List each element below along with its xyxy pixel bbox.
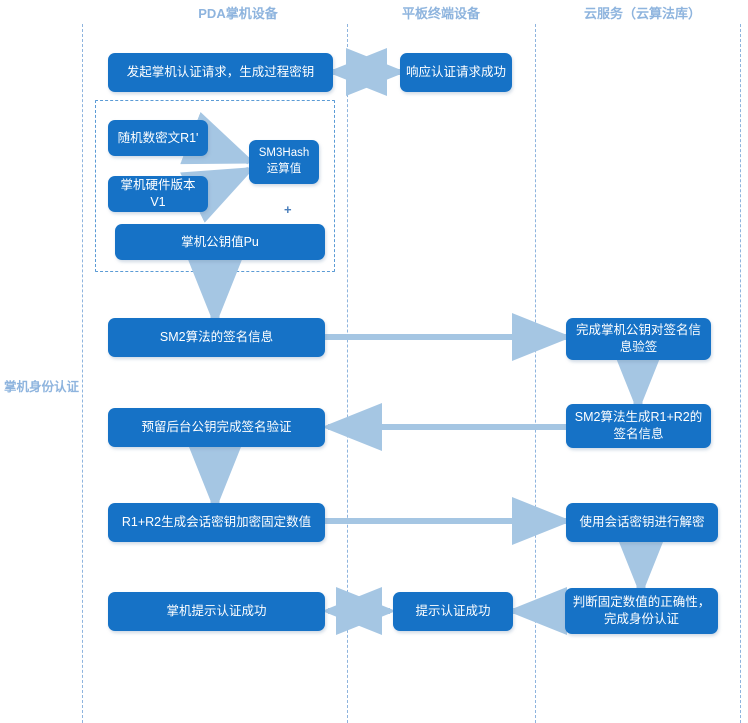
node-session-key-encrypt[interactable]: R1+R2生成会话密钥加密固定数值 <box>108 503 325 542</box>
node-random-cipher[interactable]: 随机数密文R1' <box>108 120 208 156</box>
arrow-hw-to-sm3 <box>180 166 256 223</box>
node-session-key-decrypt[interactable]: 使用会话密钥进行解密 <box>566 503 718 542</box>
lane-divider-right <box>740 24 741 723</box>
node-respond-success[interactable]: 响应认证请求成功 <box>400 53 512 92</box>
node-judge-fixed-value[interactable]: 判断固定数值的正确性，完成身份认证 <box>565 588 718 634</box>
node-hw-version[interactable]: 掌机硬件版本V1 <box>108 176 208 212</box>
node-pda-auth-success[interactable]: 掌机提示认证成功 <box>108 592 325 631</box>
node-sm2-signature[interactable]: SM2算法的签名信息 <box>108 318 325 357</box>
lane-header-tablet: 平板终端设备 <box>401 6 480 21</box>
lane-divider-tablet-cloud <box>535 24 536 723</box>
node-verify-signature-cloud[interactable]: 完成掌机公钥对签名信息验签 <box>566 318 711 360</box>
arrow-random-to-sm3 <box>180 112 256 165</box>
node-reserved-verify[interactable]: 预留后台公钥完成签名验证 <box>108 408 325 447</box>
node-public-key[interactable]: 掌机公钥值Pu <box>115 224 325 260</box>
lane-header-pda: PDA掌机设备 <box>198 6 278 21</box>
node-init-request[interactable]: 发起掌机认证请求，生成过程密钥 <box>108 53 333 92</box>
node-tip-auth-success[interactable]: 提示认证成功 <box>393 592 513 631</box>
lane-divider-left <box>82 24 83 723</box>
side-label-identity-auth: 掌机身份认证 <box>4 380 80 394</box>
plus-symbol: + <box>284 202 292 217</box>
lane-header-cloud: 云服务（云算法库） <box>583 6 701 21</box>
node-sm2-gen-r1r2[interactable]: SM2算法生成R1+R2的签名信息 <box>566 404 711 448</box>
node-sm3-hash[interactable]: SM3Hash运算值 <box>249 140 319 184</box>
lane-divider-pda-tablet <box>347 24 348 723</box>
